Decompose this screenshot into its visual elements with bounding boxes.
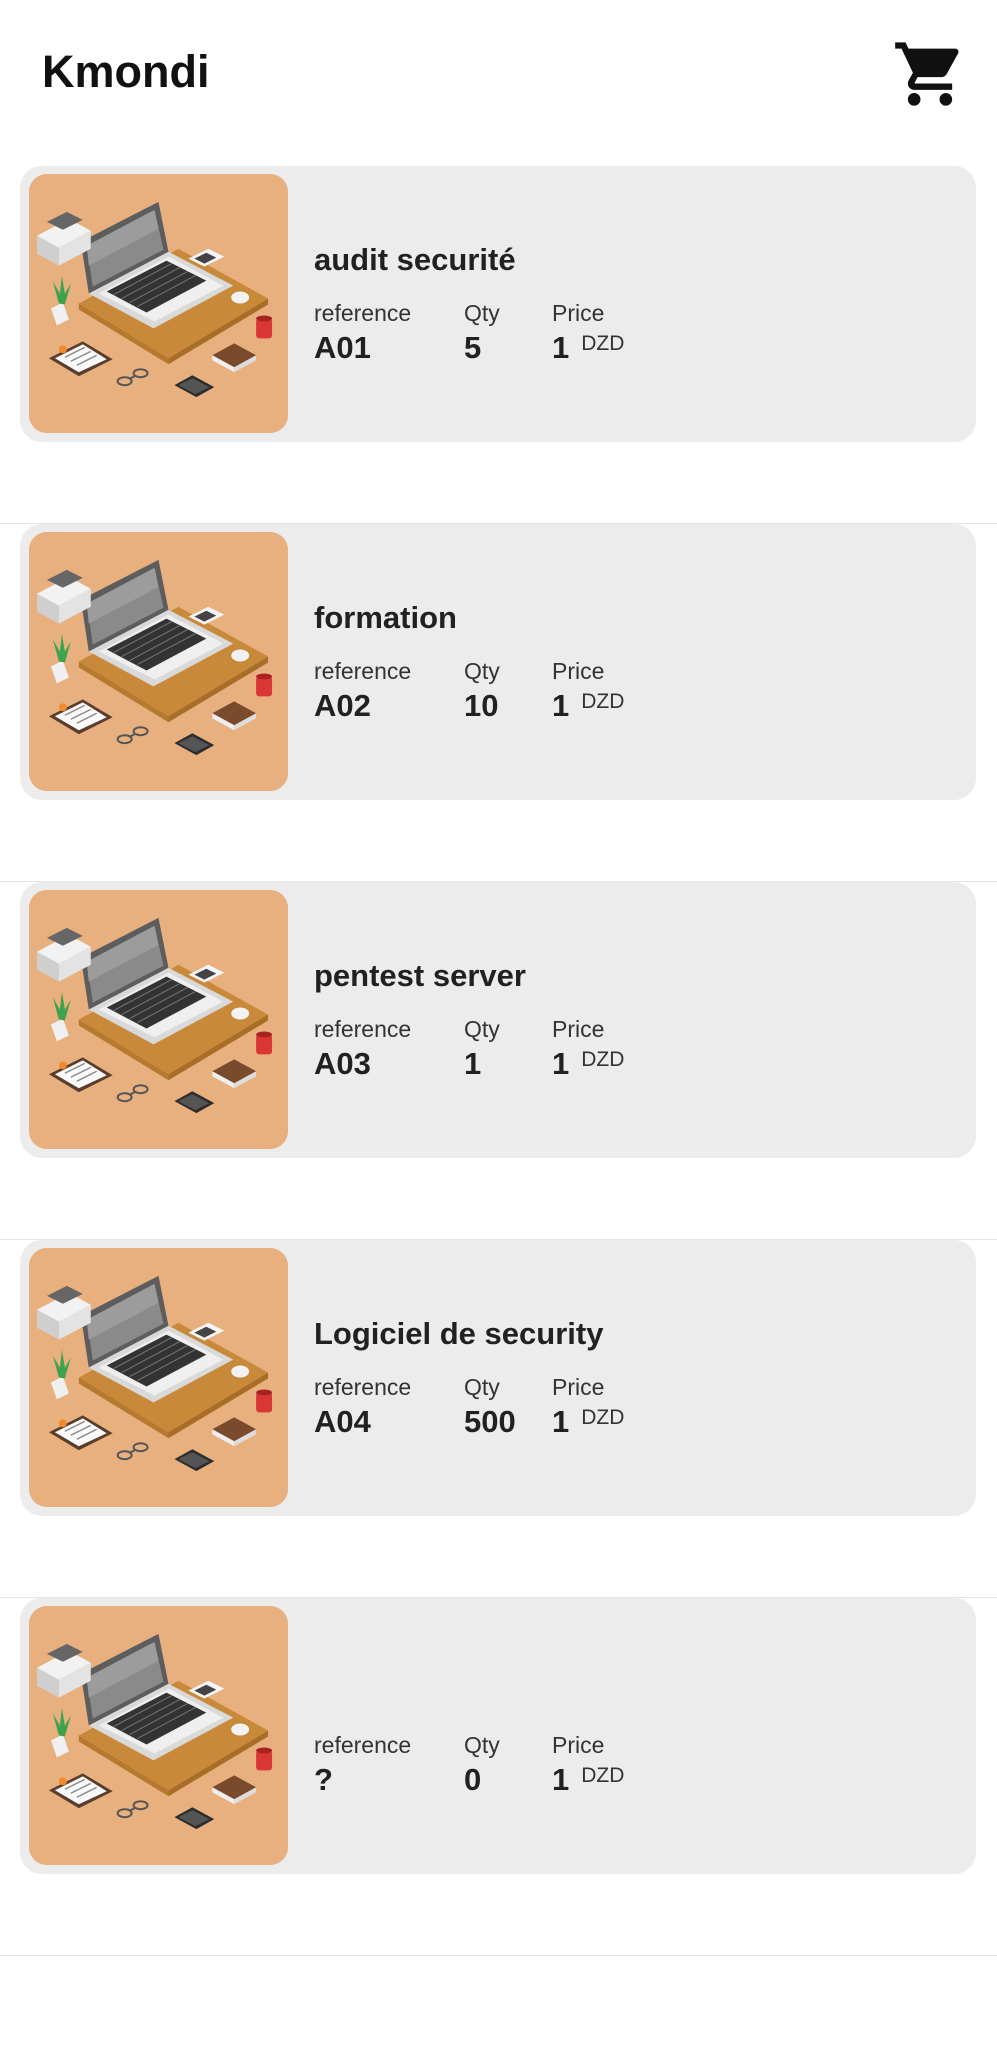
- qty-field: Qty 5: [464, 298, 552, 372]
- price-field: Price 1 DZD: [552, 656, 624, 730]
- reference-label: reference: [314, 658, 412, 684]
- product-row: Logiciel de security reference A04 Qty 5…: [0, 1240, 997, 1598]
- currency-label: DZD: [581, 1048, 625, 1071]
- product-fields: reference ? Qty 0 Price 1 DZD: [314, 1730, 624, 1804]
- product-row: formation reference A02 Qty 10 Price: [0, 524, 997, 882]
- currency-label: DZD: [581, 332, 625, 355]
- reference-label: reference: [314, 1016, 412, 1042]
- price-field: Price 1 DZD: [552, 298, 624, 372]
- product-fields: reference A03 Qty 1 Price 1 DZD: [314, 1014, 624, 1088]
- shopping-cart-icon: [895, 41, 959, 106]
- price-field: Price 1 DZD: [552, 1014, 624, 1088]
- price-line: 1 DZD: [552, 328, 624, 372]
- currency-label: DZD: [581, 690, 625, 713]
- price-line: 1 DZD: [552, 686, 624, 730]
- product-image: [29, 890, 288, 1149]
- reference-value: ?: [314, 1762, 333, 1797]
- product-image: [29, 1606, 288, 1865]
- reference-value: A03: [314, 1046, 371, 1081]
- price-label: Price: [552, 1732, 605, 1758]
- qty-value: 1: [464, 1046, 482, 1081]
- reference-label: reference: [314, 300, 412, 326]
- price-value: 1: [552, 330, 570, 365]
- product-row: audit securité reference A01 Qty 5 Price: [0, 166, 997, 524]
- price-label: Price: [552, 1374, 605, 1400]
- product-row: pentest server reference A03 Qty 1 Price: [0, 882, 997, 1240]
- product-image: [29, 174, 288, 433]
- currency-label: DZD: [581, 1406, 625, 1429]
- qty-value: 10: [464, 688, 499, 723]
- reference-field: reference A01: [314, 298, 464, 372]
- qty-value: 0: [464, 1762, 482, 1797]
- qty-field: Qty 0: [464, 1730, 552, 1804]
- reference-value: A04: [314, 1404, 371, 1439]
- qty-field: Qty 10: [464, 656, 552, 730]
- reference-field: reference A02: [314, 656, 464, 730]
- price-line: 1 DZD: [552, 1402, 624, 1446]
- product-thumbnail: [29, 1606, 288, 1865]
- price-value: 1: [552, 1404, 570, 1439]
- product-info: Logiciel de security reference A04 Qty 5…: [314, 1240, 954, 1516]
- cart-button[interactable]: [890, 36, 970, 111]
- product-card[interactable]: audit securité reference A01 Qty 5 Price: [20, 166, 976, 442]
- price-value: 1: [552, 1762, 570, 1797]
- price-value: 1: [552, 688, 570, 723]
- qty-value: 5: [464, 330, 482, 365]
- qty-label: Qty: [464, 300, 500, 326]
- price-label: Price: [552, 658, 605, 684]
- product-fields: reference A04 Qty 500 Price 1 DZD: [314, 1372, 624, 1446]
- app-title: Kmondi: [42, 46, 210, 97]
- product-info: audit securité reference A01 Qty 5 Price: [314, 166, 954, 442]
- product-fields: reference A01 Qty 5 Price 1 DZD: [314, 298, 624, 372]
- product-name: audit securité: [314, 242, 516, 277]
- product-card[interactable]: Logiciel de security reference A04 Qty 5…: [20, 1240, 976, 1516]
- product-name: Logiciel de security: [314, 1316, 604, 1351]
- qty-field: Qty 1: [464, 1014, 552, 1088]
- qty-value: 500: [464, 1404, 516, 1439]
- price-line: 1 DZD: [552, 1044, 624, 1088]
- product-fields: reference A02 Qty 10 Price 1 DZD: [314, 656, 624, 730]
- product-thumbnail: [29, 174, 288, 433]
- reference-label: reference: [314, 1732, 412, 1758]
- price-field: Price 1 DZD: [552, 1372, 624, 1446]
- product-thumbnail: [29, 1248, 288, 1507]
- reference-field: reference A04: [314, 1372, 464, 1446]
- price-label: Price: [552, 300, 605, 326]
- product-name: pentest server: [314, 958, 526, 993]
- reference-value: A01: [314, 330, 371, 365]
- qty-label: Qty: [464, 1374, 500, 1400]
- product-card[interactable]: pentest server reference A03 Qty 1 Price: [20, 882, 976, 1158]
- reference-label: reference: [314, 1374, 412, 1400]
- qty-label: Qty: [464, 1016, 500, 1042]
- reference-value: A02: [314, 688, 371, 723]
- product-card[interactable]: reference ? Qty 0 Price 1 DZD: [20, 1598, 976, 1874]
- price-field: Price 1 DZD: [552, 1730, 624, 1804]
- reference-field: reference ?: [314, 1730, 464, 1804]
- qty-label: Qty: [464, 1732, 500, 1758]
- product-thumbnail: [29, 890, 288, 1149]
- product-card[interactable]: formation reference A02 Qty 10 Price: [20, 524, 976, 800]
- product-info: pentest server reference A03 Qty 1 Price: [314, 882, 954, 1158]
- qty-label: Qty: [464, 658, 500, 684]
- app-bar: Kmondi: [0, 0, 997, 150]
- currency-label: DZD: [581, 1764, 625, 1787]
- product-row: reference ? Qty 0 Price 1 DZD: [0, 1598, 997, 1956]
- product-name: formation: [314, 600, 457, 635]
- product-thumbnail: [29, 532, 288, 791]
- product-image: [29, 532, 288, 791]
- qty-field: Qty 500: [464, 1372, 552, 1446]
- reference-field: reference A03: [314, 1014, 464, 1088]
- price-label: Price: [552, 1016, 605, 1042]
- product-list: audit securité reference A01 Qty 5 Price: [0, 166, 997, 1956]
- product-info: reference ? Qty 0 Price 1 DZD: [314, 1598, 954, 1874]
- price-value: 1: [552, 1046, 570, 1081]
- price-line: 1 DZD: [552, 1760, 624, 1804]
- product-image: [29, 1248, 288, 1507]
- product-info: formation reference A02 Qty 10 Price: [314, 524, 954, 800]
